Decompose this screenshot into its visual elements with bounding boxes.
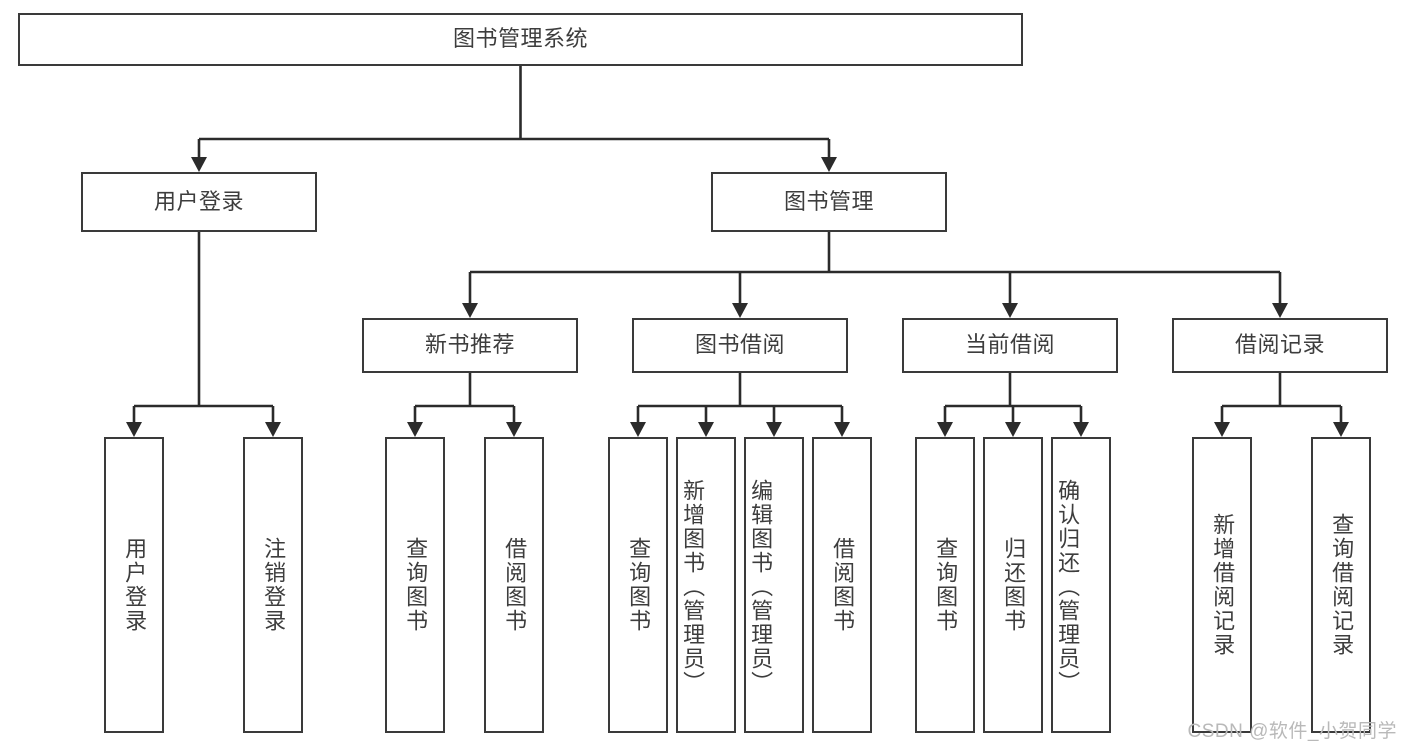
node-label: 归还图书 <box>1001 537 1027 633</box>
connector-arrowhead <box>1214 422 1230 437</box>
connector-arrowhead <box>1073 422 1089 437</box>
connector-arrowhead <box>506 422 522 437</box>
connector-arrowhead <box>191 157 207 172</box>
connector-arrowhead <box>732 303 748 318</box>
node-label: 查询图书 <box>403 537 429 633</box>
node-label: 借阅记录 <box>1234 332 1325 358</box>
node-label: 查询图书 <box>626 537 652 633</box>
connector-arrowhead <box>630 422 646 437</box>
connector-arrowhead <box>834 422 850 437</box>
node-leaf-logout-login[interactable]: 注销登录 <box>243 437 303 733</box>
connector-arrowhead <box>265 422 281 437</box>
node-label: 新增图书（管理员） <box>680 479 706 695</box>
node-leaf-user-login[interactable]: 用户登录 <box>104 437 164 733</box>
node-label: 查询借阅记录 <box>1329 513 1355 657</box>
node-leaf-query-book-3[interactable]: 查询图书 <box>915 437 975 733</box>
node-leaf-query-borrow-record[interactable]: 查询借阅记录 <box>1311 437 1371 733</box>
node-leaf-add-book-admin[interactable]: 新增图书（管理员） <box>676 437 736 733</box>
node-label: 新增借阅记录 <box>1210 513 1236 657</box>
node-book-manage[interactable]: 图书管理 <box>711 172 947 232</box>
connector-arrowhead <box>462 303 478 318</box>
node-leaf-confirm-return-admin[interactable]: 确认归还（管理员） <box>1051 437 1111 733</box>
node-label: 注销登录 <box>261 537 287 633</box>
connector-arrowhead <box>1005 422 1021 437</box>
node-label: 图书借阅 <box>694 332 785 358</box>
node-label: 图书管理系统 <box>452 26 588 52</box>
node-leaf-query-book-1[interactable]: 查询图书 <box>385 437 445 733</box>
node-label: 借阅图书 <box>830 537 856 633</box>
node-root[interactable]: 图书管理系统 <box>18 13 1023 66</box>
node-leaf-borrow-book-1[interactable]: 借阅图书 <box>484 437 544 733</box>
node-label: 确认归还（管理员） <box>1055 479 1081 695</box>
node-label: 图书管理 <box>783 188 874 214</box>
connector-arrowhead <box>698 422 714 437</box>
node-current-borrow[interactable]: 当前借阅 <box>902 318 1118 373</box>
node-book-borrow[interactable]: 图书借阅 <box>632 318 848 373</box>
node-label: 编辑图书（管理员） <box>748 479 774 695</box>
connector-arrowhead <box>937 422 953 437</box>
connector-arrowhead <box>126 422 142 437</box>
connector-arrowhead <box>766 422 782 437</box>
connector-arrowhead <box>1002 303 1018 318</box>
node-leaf-borrow-book-2[interactable]: 借阅图书 <box>812 437 872 733</box>
node-user-login[interactable]: 用户登录 <box>81 172 317 232</box>
connector-arrowhead <box>407 422 423 437</box>
node-leaf-return-book[interactable]: 归还图书 <box>983 437 1043 733</box>
node-label: 用户登录 <box>153 188 244 214</box>
node-new-book-recommend[interactable]: 新书推荐 <box>362 318 578 373</box>
node-borrow-record[interactable]: 借阅记录 <box>1172 318 1388 373</box>
connector-arrowhead <box>1272 303 1288 318</box>
node-label: 新书推荐 <box>424 332 515 358</box>
node-label: 查询图书 <box>933 537 959 633</box>
node-leaf-query-book-2[interactable]: 查询图书 <box>608 437 668 733</box>
connector-arrowhead <box>821 157 837 172</box>
node-label: 用户登录 <box>122 537 148 633</box>
node-label: 当前借阅 <box>964 332 1055 358</box>
connector-arrowhead <box>1333 422 1349 437</box>
node-leaf-add-borrow-record[interactable]: 新增借阅记录 <box>1192 437 1252 733</box>
node-label: 借阅图书 <box>502 537 528 633</box>
node-leaf-edit-book-admin[interactable]: 编辑图书（管理员） <box>744 437 804 733</box>
